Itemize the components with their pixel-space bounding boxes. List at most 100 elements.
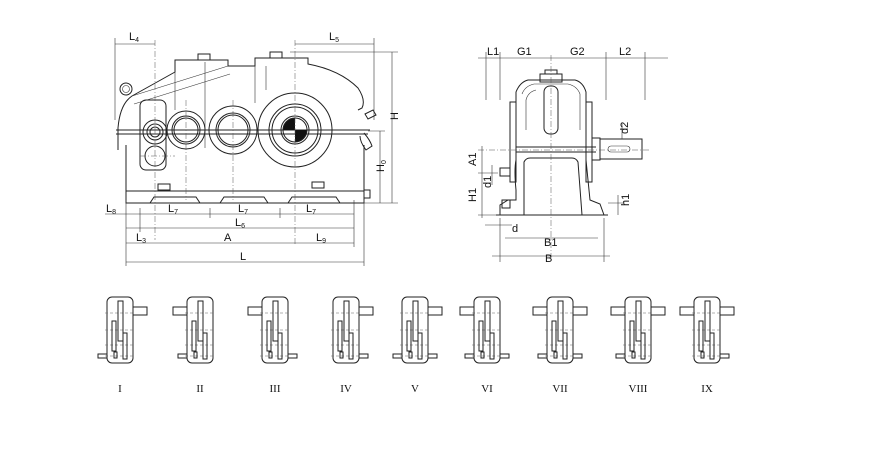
gear-bar xyxy=(631,351,636,359)
input-shaft-right xyxy=(358,353,369,359)
dim-label-L5: L5 xyxy=(329,31,339,44)
top-bolt xyxy=(197,53,211,61)
dim-label-H: H xyxy=(389,112,401,120)
gear-bar xyxy=(337,320,343,352)
dim-label-L9: L9 xyxy=(316,232,326,245)
input-shaft-end xyxy=(499,167,511,177)
dim-label-d1: d1 xyxy=(482,176,494,188)
dim-label-A1: A1 xyxy=(467,153,479,166)
dim-label-L4: L4 xyxy=(129,31,139,44)
output-shaft-left xyxy=(532,306,548,316)
input-shaft-left xyxy=(615,353,626,359)
gear-bar xyxy=(408,351,413,359)
output-shaft-left xyxy=(172,306,188,316)
gearbox-housing xyxy=(125,145,365,204)
assembly-type-label: VII xyxy=(552,383,568,395)
gear-bar xyxy=(478,320,484,352)
input-shaft-right xyxy=(499,353,510,359)
gear-bar xyxy=(709,332,715,360)
input-shaft-left xyxy=(464,353,475,359)
front-view: L4 L5 H H0 L8 L7 L7 L7 L6 L3 A L9 L xyxy=(105,31,401,266)
assembly-type-4: IV xyxy=(331,296,374,395)
dim-label-d: d xyxy=(512,223,518,235)
gear-bar xyxy=(553,351,558,359)
dim-label-L1: L1 xyxy=(487,46,499,58)
dim-label-L: L xyxy=(240,251,246,263)
housing-base xyxy=(126,196,364,204)
output-shaft-left xyxy=(459,306,475,316)
gear-bar xyxy=(412,300,419,342)
assembly-type-5: V xyxy=(392,296,443,395)
gear-bar xyxy=(277,332,283,360)
output-shaft-right xyxy=(132,306,148,316)
top-bolt xyxy=(269,51,283,59)
lifting-eye xyxy=(119,82,133,96)
dim-label-L7: L7 xyxy=(168,203,178,216)
gear-bar xyxy=(111,320,117,352)
dim-label-L2: L2 xyxy=(619,46,631,58)
input-shaft-left xyxy=(537,353,548,359)
gear-bar xyxy=(704,300,711,342)
gear-bar xyxy=(202,332,208,360)
dim-label-B: B xyxy=(545,253,552,265)
support-pedestal xyxy=(523,157,583,216)
assembly-type-9: IX xyxy=(679,296,735,395)
assembly-type-label: III xyxy=(270,383,281,395)
gear-bar xyxy=(629,320,635,352)
dim-label-L8: L8 xyxy=(106,203,116,216)
housing-cover xyxy=(117,57,364,150)
input-shaft-left xyxy=(177,353,188,359)
output-shaft-right xyxy=(719,306,735,316)
dim-label-H1: H1 xyxy=(467,188,479,202)
gear-bar xyxy=(489,332,495,360)
output-shaft-right xyxy=(650,306,666,316)
assembly-type-1: I xyxy=(97,296,148,395)
assembly-type-2: II xyxy=(172,296,215,395)
output-shaft-right xyxy=(572,306,588,316)
gear-bar xyxy=(272,300,279,342)
input-shaft-right xyxy=(427,353,438,359)
gear-bar xyxy=(339,351,344,359)
gear-bar xyxy=(557,300,564,342)
assembly-type-label: IV xyxy=(340,383,352,395)
output-shaft-left xyxy=(679,306,695,316)
gear-bar xyxy=(700,351,705,359)
dim-label-L7: L7 xyxy=(306,203,316,216)
gear-bar xyxy=(348,332,354,360)
assembly-type-label: II xyxy=(196,383,204,395)
gear-bar xyxy=(640,332,646,360)
dim-label-d2: d2 xyxy=(619,122,631,134)
gear-bar xyxy=(117,300,124,342)
gear-bar xyxy=(266,320,272,352)
gear-bar xyxy=(122,332,128,360)
dim-label-L7: L7 xyxy=(238,203,248,216)
assembly-type-3: III xyxy=(247,296,298,395)
dim-label-G2: G2 xyxy=(570,46,585,58)
input-shaft-left xyxy=(97,353,108,359)
side-view: L1 G1 G2 L2 A1 d1 H1 d d2 h1 B1 B xyxy=(467,46,668,265)
dim-label-H0: H0 xyxy=(375,160,388,172)
dim-label-L3: L3 xyxy=(136,232,146,245)
gear-bar xyxy=(406,320,412,352)
gear-bar xyxy=(113,351,118,359)
base-bolt xyxy=(157,183,171,191)
gear-bar xyxy=(193,351,198,359)
vent-plug xyxy=(359,109,377,151)
dim-label-A: A xyxy=(224,232,232,244)
assembly-type-label: VI xyxy=(481,383,493,395)
gear-bar xyxy=(635,300,642,342)
gear-bar xyxy=(417,332,423,360)
output-shaft-right xyxy=(358,306,374,316)
assembly-type-7: VII xyxy=(532,296,588,395)
gear-bar xyxy=(551,320,557,352)
assembly-type-label: V xyxy=(411,383,419,395)
base-bolt xyxy=(311,181,325,189)
output-shaft-left xyxy=(247,306,263,316)
assembly-type-label: IX xyxy=(701,383,713,395)
assembly-type-8: VIII xyxy=(610,296,666,395)
output-shaft-left xyxy=(610,306,626,316)
input-shaft-right xyxy=(719,353,730,359)
assembly-type-label: I xyxy=(118,383,122,395)
